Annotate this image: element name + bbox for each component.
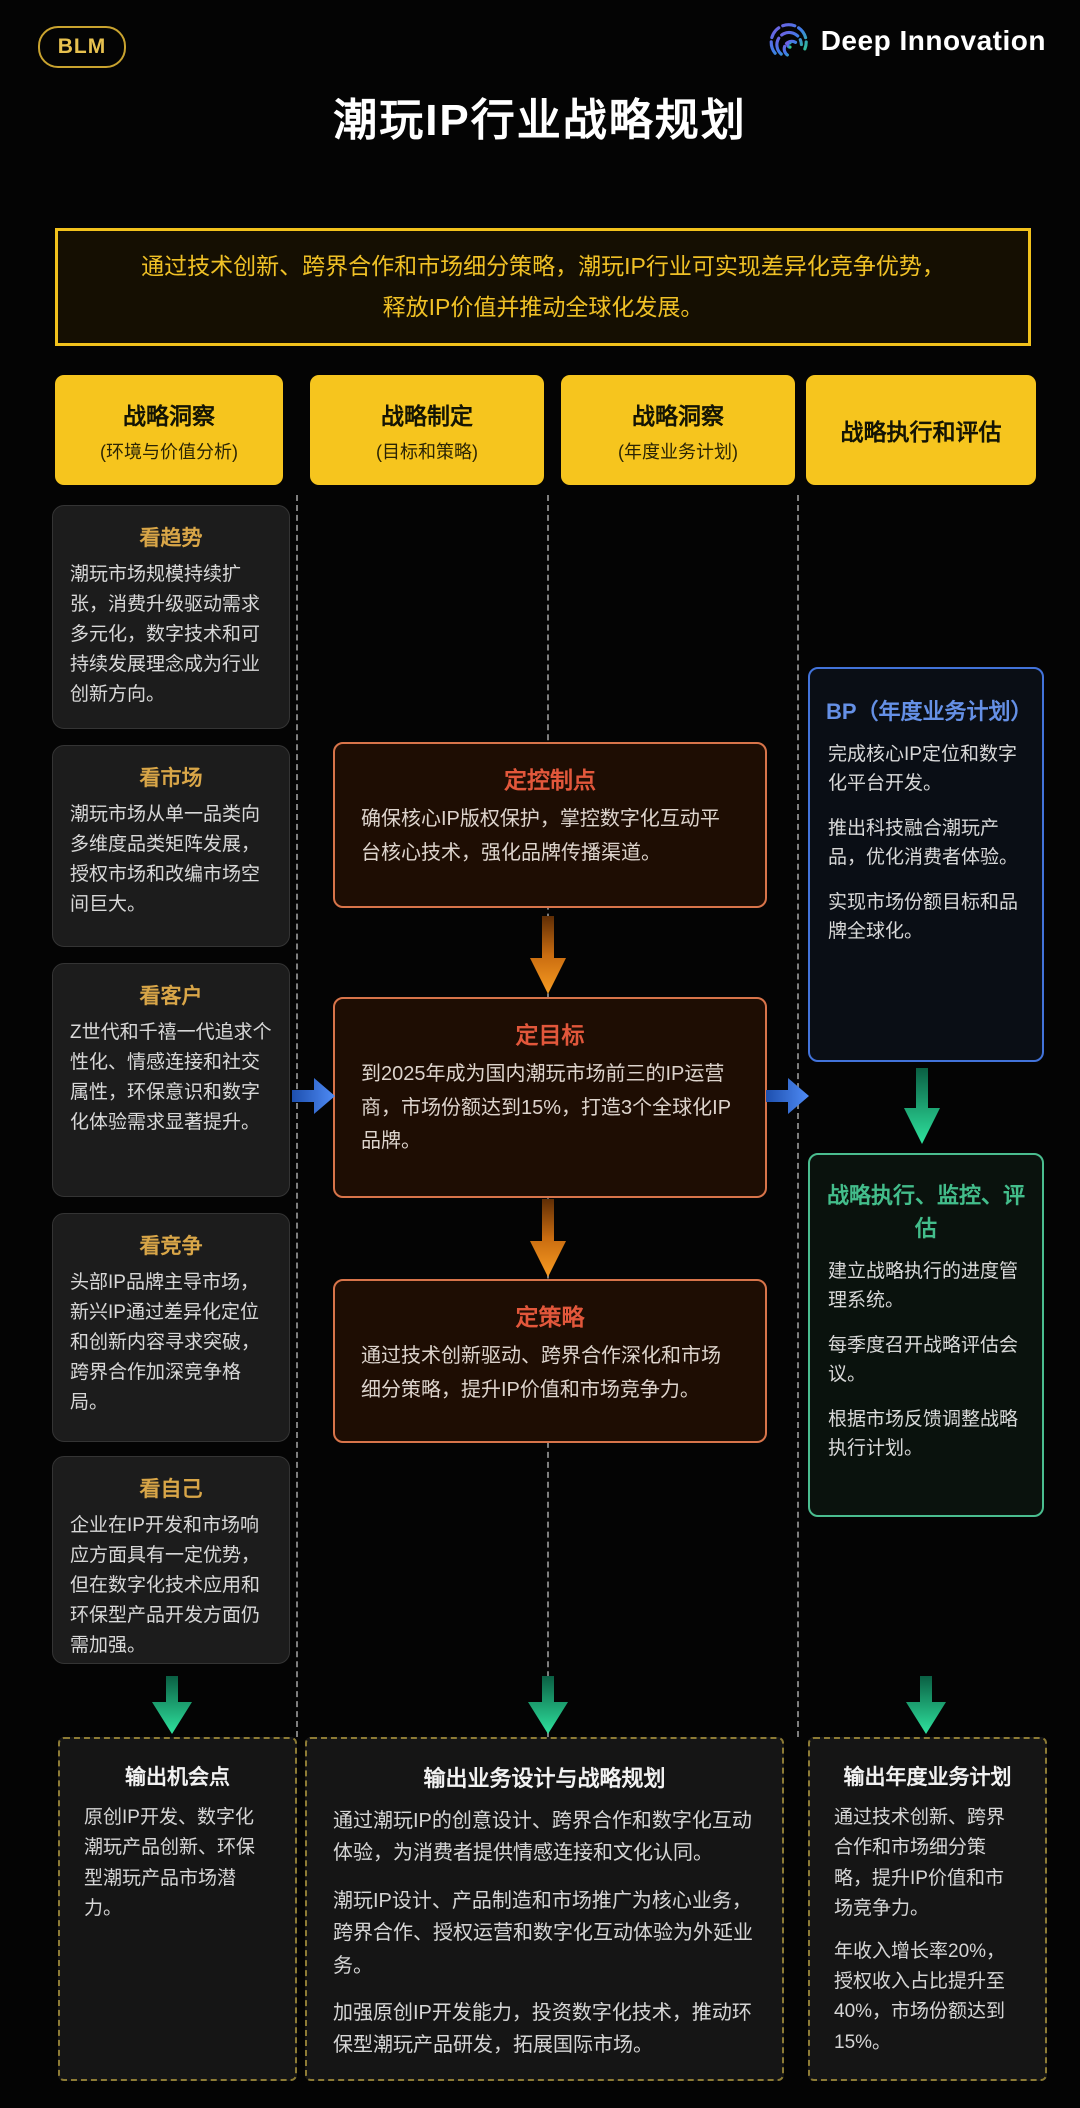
- phase-title: 战略洞察: [123, 402, 215, 429]
- card-title: 看市场: [139, 767, 203, 790]
- card-body: 头部IP品牌主导市场，新兴IP通过差异化定位和创新内容寻求突破，跨界合作加深竞争…: [70, 1272, 261, 1414]
- card-body: 通过技术创新驱动、跨界合作深化和市场细分策略，提升IP价值和市场竞争力。: [361, 1345, 721, 1401]
- card-paragraph: 推出科技融合潮玩产品，优化消费者体验。: [828, 817, 1019, 869]
- arrow-down-green-icon: [147, 1676, 197, 1741]
- card-paragraph: 潮玩IP设计、产品制造和市场推广为核心业务，跨界合作、授权运营和数字化互动体验为…: [333, 1889, 753, 1977]
- phase-header-formulation: 战略制定 (目标和策略): [310, 375, 544, 485]
- phase-subtitle: (环境与价值分析): [100, 441, 238, 462]
- phase-subtitle: (目标和策略): [376, 441, 478, 462]
- arrow-down-orange-icon: [525, 916, 571, 1001]
- card-paragraph: 年收入增长率20%，授权收入占比提升至40%，市场份额达到15%。: [834, 1940, 1006, 2053]
- card-paragraph: 根据市场反馈调整战略执行计划。: [828, 1408, 1019, 1460]
- arrow-down-green-icon: [523, 1676, 573, 1741]
- phase-title: 战略制定: [381, 402, 473, 429]
- card-paragraph: 每季度召开战略评估会议。: [828, 1334, 1019, 1386]
- card-paragraph: 通过技术创新、跨界合作和市场细分策略，提升IP价值和市场竞争力。: [834, 1807, 1006, 1920]
- brand-logo: Deep Innovation: [769, 20, 1046, 62]
- insight-card-self: 看自己 企业在IP开发和市场响应方面具有一定优势，但在数字化技术应用和环保型产品…: [52, 1456, 290, 1664]
- phase-title: 战略执行和评估: [840, 419, 1002, 445]
- phase-title: 战略洞察: [632, 402, 724, 429]
- card-title: 定策略: [515, 1304, 585, 1330]
- card-title: 定控制点: [504, 767, 596, 793]
- phase-subtitle: (年度业务计划): [618, 441, 738, 462]
- card-title: 看客户: [139, 985, 203, 1008]
- card-body: 潮玩市场规模持续扩张，消费升级驱动需求多元化，数字技术和可持续发展理念成为行业创…: [70, 564, 261, 706]
- card-paragraph: 实现市场份额目标和品牌全球化。: [828, 891, 1019, 943]
- page-title: 潮玩IP行业战略规划: [333, 96, 747, 145]
- strategy-card-goals: 定目标 到2025年成为国内潮玩市场前三的IP运营商，市场份额达到15%，打造3…: [333, 997, 767, 1198]
- phase-header-execution: 战略执行和评估: [806, 375, 1036, 485]
- blm-badge-label: BLM: [57, 35, 107, 58]
- card-body: 到2025年成为国内潮玩市场前三的IP运营商，市场份额达到15%，打造3个全球化…: [361, 1063, 732, 1153]
- card-title: 战略执行、监控、评估: [826, 1183, 1025, 1241]
- insight-card-trends: 看趋势 潮玩市场规模持续扩张，消费升级驱动需求多元化，数字技术和可持续发展理念成…: [52, 505, 290, 729]
- arrow-right-blue-icon: [292, 1076, 336, 1121]
- card-title: 看趋势: [139, 527, 203, 550]
- insight-card-competition: 看竞争 头部IP品牌主导市场，新兴IP通过差异化定位和创新内容寻求突破，跨界合作…: [52, 1213, 290, 1442]
- bp-annual-plan-card: BP（年度业务计划） 完成核心IP定位和数字化平台开发。 推出科技融合潮玩产品，…: [808, 667, 1044, 1062]
- card-paragraph: 完成核心IP定位和数字化平台开发。: [828, 744, 1017, 795]
- execution-monitoring-card: 战略执行、监控、评估 建立战略执行的进度管理系统。 每季度召开战略评估会议。 根…: [808, 1153, 1044, 1517]
- output-card-opportunities: 输出机会点 原创IP开发、数字化潮玩产品创新、环保型潮玩产品市场潜力。: [58, 1737, 297, 2081]
- card-body: 企业在IP开发和市场响应方面具有一定优势，但在数字化技术应用和环保型产品开发方面…: [70, 1515, 261, 1657]
- fingerprint-icon: [769, 20, 811, 62]
- arrow-down-green-icon: [899, 1068, 945, 1151]
- arrow-down-orange-icon: [525, 1199, 571, 1284]
- arrow-down-green-icon: [901, 1676, 951, 1741]
- arrow-right-blue-icon: [766, 1076, 810, 1121]
- card-title: 看自己: [139, 1478, 203, 1501]
- card-body: 潮玩市场从单一品类向多维度品类矩阵发展，授权市场和改编市场空间巨大。: [70, 804, 261, 916]
- dashed-separator-right: [797, 495, 799, 1737]
- insight-card-customers: 看客户 Z世代和千禧一代追求个性化、情感连接和社交属性，环保意识和数字化体验需求…: [52, 963, 290, 1197]
- strategy-card-control-points: 定控制点 确保核心IP版权保护，掌控数字化互动平台核心技术，强化品牌传播渠道。: [333, 742, 767, 908]
- insight-card-market: 看市场 潮玩市场从单一品类向多维度品类矩阵发展，授权市场和改编市场空间巨大。: [52, 745, 290, 947]
- blm-badge: BLM: [38, 26, 126, 68]
- card-title: 输出业务设计与战略规划: [423, 1766, 666, 1791]
- phase-header-insight-1: 战略洞察 (环境与价值分析): [55, 375, 283, 485]
- card-title: 输出机会点: [125, 1766, 230, 1789]
- output-card-business-design: 输出业务设计与战略规划 通过潮玩IP的创意设计、跨界合作和数字化互动体验，为消费…: [305, 1737, 784, 2081]
- output-card-annual-plan: 输出年度业务计划 通过技术创新、跨界合作和市场细分策略，提升IP价值和市场竞争力…: [808, 1737, 1047, 2081]
- card-paragraph: 原创IP开发、数字化潮玩产品创新、环保型潮玩产品市场潜力。: [84, 1807, 256, 1920]
- card-paragraph: 加强原创IP开发能力，投资数字化技术，推动环保型潮玩产品研发，拓展国际市场。: [333, 2001, 752, 2057]
- phase-header-insight-2: 战略洞察 (年度业务计划): [561, 375, 795, 485]
- card-paragraph: 通过潮玩IP的创意设计、跨界合作和数字化互动体验，为消费者提供情感连接和文化认同…: [333, 1810, 752, 1865]
- card-title: BP（年度业务计划）: [826, 699, 1033, 724]
- card-title: 看竞争: [139, 1235, 203, 1258]
- card-body: Z世代和千禧一代追求个性化、情感连接和社交属性，环保意识和数字化体验需求显著提升…: [70, 1022, 272, 1134]
- strategy-card-tactics: 定策略 通过技术创新驱动、跨界合作深化和市场细分策略，提升IP价值和市场竞争力。: [333, 1279, 767, 1443]
- card-body: 确保核心IP版权保护，掌控数字化互动平台核心技术，强化品牌传播渠道。: [361, 808, 720, 864]
- card-title: 定目标: [515, 1022, 585, 1048]
- brand-name: Deep Innovation: [820, 25, 1046, 56]
- card-paragraph: 建立战略执行的进度管理系统。: [828, 1261, 1019, 1312]
- dashed-separator-left: [296, 495, 298, 1737]
- summary-banner: 通过技术创新、跨界合作和市场细分策略，潮玩IP行业可实现差异化竞争优势，释放IP…: [55, 228, 1031, 346]
- card-title: 输出年度业务计划: [843, 1766, 1012, 1789]
